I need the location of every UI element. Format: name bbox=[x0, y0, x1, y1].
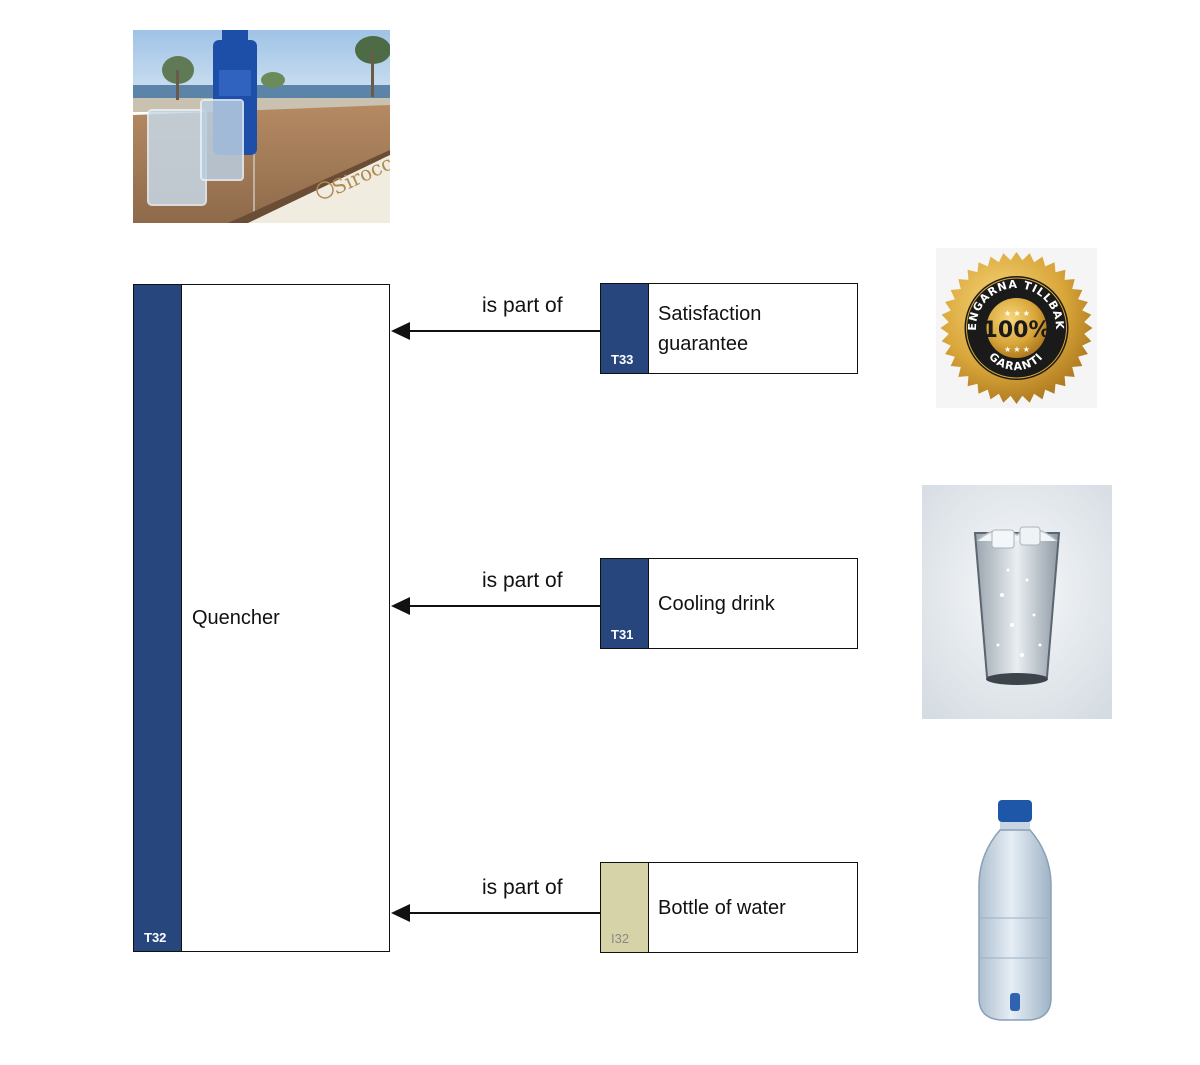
type-band: T31 bbox=[601, 559, 649, 648]
instance-band: I32 bbox=[601, 863, 649, 952]
child-block-cooling-drink[interactable]: T31 Cooling drink bbox=[600, 558, 858, 649]
relation-label: is part of bbox=[482, 876, 563, 899]
child-label: Cooling drink bbox=[658, 592, 775, 615]
parent-label: Quencher bbox=[192, 607, 280, 629]
child-label: Bottle of water bbox=[658, 896, 786, 919]
water-bottle-image bbox=[970, 798, 1060, 1023]
type-band: T33 bbox=[601, 284, 649, 373]
child-block-satisfaction-guarantee[interactable]: T33 Satisfaction guarantee bbox=[600, 283, 858, 374]
child-label: Satisfaction guarantee bbox=[658, 302, 762, 355]
parent-block-quencher[interactable]: T32 Quencher bbox=[133, 284, 390, 952]
svg-text:★ ★ ★: ★ ★ ★ bbox=[1004, 309, 1030, 318]
guarantee-badge-image: PENGARNA TILLBAKA GARANTI 100% ★ ★ ★ ★ ★… bbox=[931, 238, 1097, 408]
type-code: T33 bbox=[611, 352, 634, 367]
sparkling-water-glass-image bbox=[922, 485, 1112, 719]
relation-label: is part of bbox=[482, 294, 563, 317]
type-code: T32 bbox=[144, 930, 167, 945]
svg-text:★ ★ ★: ★ ★ ★ bbox=[1004, 345, 1030, 354]
instance-code: I32 bbox=[611, 931, 630, 946]
child-block-bottle-of-water[interactable]: I32 Bottle of water bbox=[600, 862, 858, 953]
type-band: T32 bbox=[134, 285, 182, 951]
svg-text:100%: 100% bbox=[983, 318, 1051, 343]
photo-water-table: Sirocco bbox=[133, 30, 390, 223]
relation-label: is part of bbox=[482, 569, 563, 592]
type-code: T31 bbox=[611, 627, 634, 642]
